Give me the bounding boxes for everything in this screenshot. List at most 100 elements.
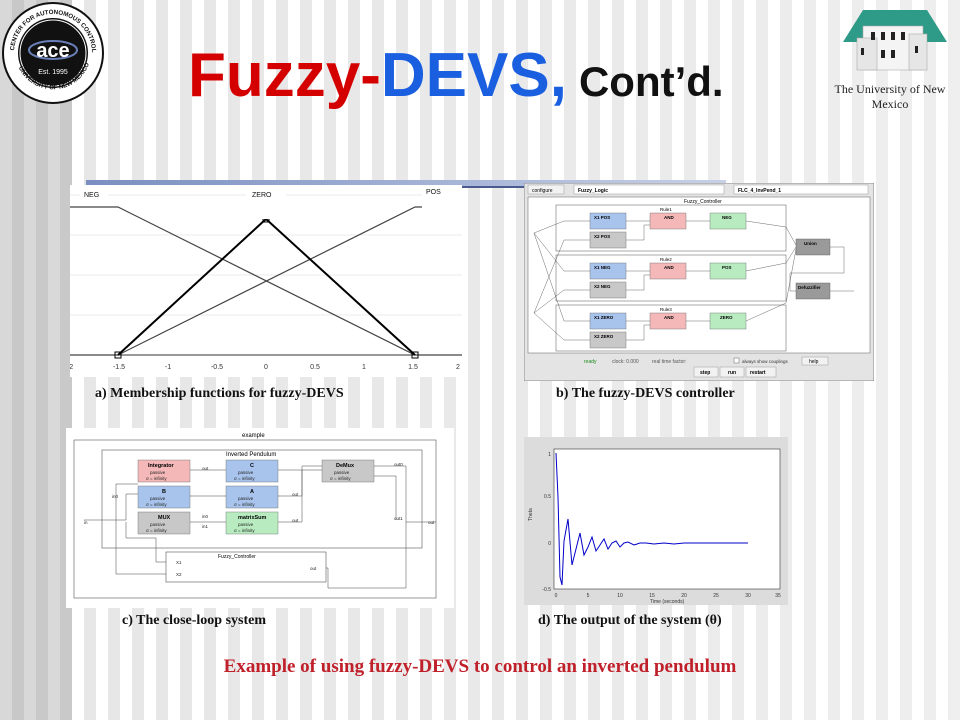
block-label: X1 NEG: [594, 265, 611, 270]
title-fuzzy: Fuzzy: [188, 41, 361, 110]
block-label: A: [250, 489, 254, 495]
block-label: X2 NEG: [594, 284, 611, 289]
caption-d: d) The output of the system (θ): [538, 613, 722, 628]
x-tick: 15: [649, 593, 655, 599]
port-label: X1: [176, 560, 182, 565]
title-dash: -: [360, 41, 381, 110]
block-label: AND: [664, 215, 674, 220]
sigma-label: σ = infinity: [146, 476, 167, 481]
label-pos: POS: [426, 189, 441, 196]
unm-name: The University of New Mexico: [834, 82, 946, 111]
port-label: out1: [394, 516, 403, 521]
x-tick: 35: [775, 593, 781, 599]
tick-label: -1: [165, 364, 171, 371]
block-label: B: [162, 489, 166, 495]
left-stripe-band: [0, 0, 72, 720]
block-label: ZERO: [720, 315, 733, 320]
tick-label: -0.5: [211, 364, 223, 371]
show-couplings-checkbox[interactable]: [733, 357, 740, 364]
block-label: X1 POS: [594, 215, 610, 220]
x-tick: 30: [745, 593, 751, 599]
port-label: out0: [394, 462, 403, 467]
sigma-label: σ = infinity: [330, 476, 351, 481]
state-label: passive: [150, 522, 166, 527]
ace-est: Est. 1995: [38, 69, 68, 76]
tick-label: -2: [70, 364, 73, 371]
run-label: run: [728, 370, 736, 376]
rule-label: Rule1: [660, 207, 672, 212]
toolbar-configure[interactable]: configure: [532, 188, 553, 194]
state-label: passive: [238, 496, 254, 501]
block-label: X2 POS: [594, 234, 610, 239]
rule-label: Rule3: [660, 307, 672, 312]
state-label: passive: [238, 470, 254, 475]
x-tick: 0: [555, 593, 558, 599]
fuzzy-controller-label: Fuzzy_Controller: [218, 554, 256, 560]
tick-label: 1: [362, 364, 366, 371]
sigma-label: σ = infinity: [146, 502, 167, 507]
help-label: help: [809, 359, 819, 365]
block-label: Union: [804, 241, 817, 246]
unm-logo: [843, 10, 947, 71]
tick-label: 2: [456, 364, 460, 371]
restart-label: restart: [750, 370, 766, 376]
port-label: out: [292, 492, 299, 497]
x-tick: 5: [587, 593, 590, 599]
block-label: AND: [664, 315, 674, 320]
block-label: Defuzzifier: [798, 285, 821, 290]
page-title: Fuzzy-DEVS,Cont’d.: [188, 40, 828, 120]
port-label: X2: [176, 572, 182, 577]
slide-footer: Example of using fuzzy-DEVS to control a…: [223, 656, 737, 677]
tick-label: 0.5: [310, 364, 320, 371]
status-rtf: real time factor:: [652, 359, 686, 365]
port-label: out: [202, 466, 209, 471]
status-show: always show couplings: [742, 359, 789, 364]
y-tick: 0: [548, 541, 551, 547]
block-label: Integrator: [148, 463, 175, 469]
sigma-label: σ = infinity: [234, 528, 255, 533]
block-label: AND: [664, 265, 674, 270]
title-devs: DEVS,: [380, 41, 567, 110]
inner-title: Inverted Pendulum: [226, 452, 276, 458]
y-tick: 1: [548, 452, 551, 458]
tick-label: -1.5: [113, 364, 125, 371]
block-label: C: [250, 463, 254, 469]
y-axis-label: Theta: [528, 508, 534, 521]
sigma-label: σ = infinity: [146, 528, 167, 533]
caption-b: b) The fuzzy-DEVS controller: [556, 386, 735, 401]
tick-label: 0: [264, 364, 268, 371]
state-label: passive: [150, 496, 166, 501]
closed-loop-system-diagram: example Inverted Pendulum Integrator C D…: [66, 428, 454, 608]
block-label: X2 ZERO: [594, 334, 614, 339]
port-label: in0: [112, 494, 119, 499]
title-divider: [86, 180, 726, 186]
toolbar-model[interactable]: Fuzzy_Logic: [578, 188, 608, 194]
system-output-plot: Theta Time (seconds) 1 0.5 0 -0.5 0 5 10…: [524, 437, 788, 605]
title-contd: Cont’d.: [578, 58, 724, 105]
port-label: in: [84, 520, 88, 525]
caption-c: c) The close-loop system: [122, 613, 266, 628]
restart-button[interactable]: [745, 366, 777, 378]
state-label: passive: [238, 522, 254, 527]
block-label: X1 ZERO: [594, 315, 614, 320]
caption-a: a) Membership functions for fuzzy-DEVS: [95, 386, 344, 401]
block-label: NEG: [722, 215, 732, 220]
port-label: out: [428, 520, 435, 525]
fuzzy-devs-controller-screenshot: configure Fuzzy_Logic FLC_4_InvPend_1 Fu…: [524, 183, 874, 381]
theta-curve: [555, 452, 748, 586]
x-axis-label: Time (seconds): [650, 599, 685, 605]
step-button[interactable]: [693, 366, 719, 378]
status-ready: ready: [584, 359, 597, 365]
label-neg: NEG: [84, 192, 99, 199]
ace-logo: ace Est. 1995 CENTER FOR AUTONOMOUS CONT…: [2, 2, 104, 104]
tick-label: 1.5: [408, 364, 418, 371]
run-button[interactable]: [719, 366, 745, 378]
outer-title: example: [242, 433, 265, 439]
sigma-label: σ = infinity: [234, 502, 255, 507]
toolbar-sim[interactable]: FLC_4_InvPend_1: [738, 188, 781, 194]
port-label: out: [310, 566, 317, 571]
block-label: matrixSum: [238, 515, 267, 521]
membership-functions-plot: NEG ZERO POS -2 -1.5 -1 -0.5 0 0.5 1 1.5…: [70, 185, 462, 377]
help-button[interactable]: [801, 356, 829, 366]
status-clock: clock: 0.000: [612, 359, 639, 365]
